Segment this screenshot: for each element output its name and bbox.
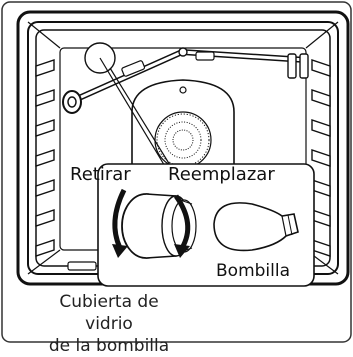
- right-rack-rails: [311, 59, 331, 257]
- bulb-cover-caption: Cubierta de vidrio de la bombilla: [34, 291, 184, 357]
- leader-lines: [99, 57, 179, 179]
- bulb-label: Bombilla: [216, 261, 290, 281]
- light-bulb-icon: [213, 202, 299, 252]
- caption-line-1: Cubierta de vidrio: [59, 292, 159, 334]
- bulb-socket-left: [62, 90, 82, 114]
- caption-line-2: de la bombilla: [48, 336, 170, 356]
- left-rack-rails: [35, 59, 55, 257]
- replace-label: Reemplazar: [168, 164, 275, 185]
- rotate-left-arrow: [112, 188, 128, 258]
- heating-element: [68, 47, 307, 105]
- oven-bulb-replacement-diagram: Retirar Reemplazar Bombilla: [1, 1, 352, 343]
- rotate-right-arrow: [173, 194, 191, 258]
- remove-label: Retirar: [70, 164, 131, 185]
- vent-slots: [287, 53, 309, 79]
